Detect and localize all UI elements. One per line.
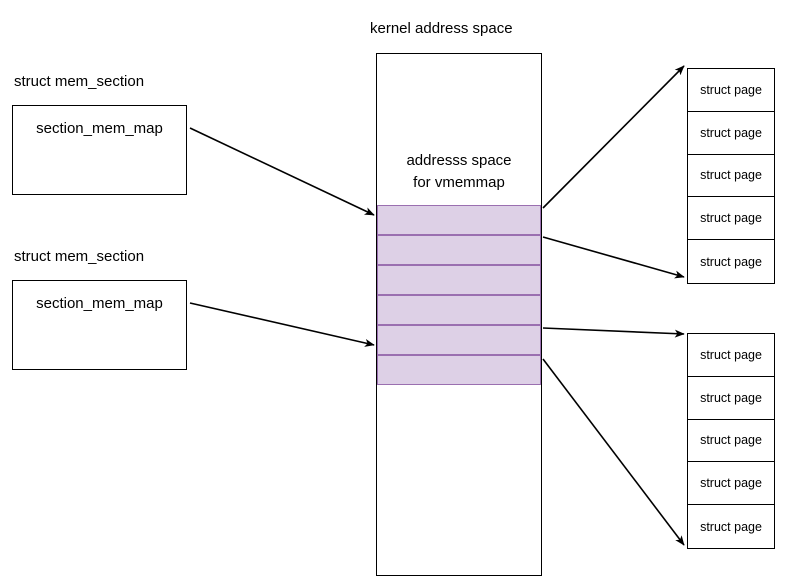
arrow-memsection2-to-vmemmap	[189, 302, 375, 347]
mem-section-2-box: section_mem_map	[12, 280, 187, 370]
struct-page-cell: struct page	[688, 462, 774, 506]
vmemmap-band-3	[377, 265, 541, 295]
vmemmap-caption-line-1: addresss space	[406, 152, 512, 169]
vmemmap-caption: addresss space for vmemmap	[376, 150, 542, 194]
struct-page-cell: struct page	[700, 519, 762, 534]
arrow-vmemmap-to-page-group-bottom-last	[542, 358, 685, 546]
vmemmap-band-5	[377, 325, 541, 355]
arrow-memsection1-to-vmemmap	[189, 127, 375, 216]
mem-section-1-title: struct mem_section	[14, 73, 145, 90]
mem-section-2-title: struct mem_section	[14, 248, 145, 265]
struct-page-cell: struct page	[688, 420, 774, 463]
arrow-vmemmap-to-page-group-bottom-first	[542, 327, 685, 338]
struct-page-cell: struct page	[688, 112, 774, 155]
struct-page-cell: struct page	[688, 155, 774, 198]
struct-page-cell: struct page	[688, 334, 774, 377]
vmemmap-band-4	[377, 295, 541, 325]
mem-section-2-field-label: section_mem_map	[36, 295, 163, 312]
struct-page-cell: struct page	[700, 254, 762, 269]
vmemmap-band-1	[377, 205, 541, 235]
struct-page-cell: struct page	[688, 69, 774, 112]
arrow-vmemmap-to-page-group-top-last	[542, 236, 685, 279]
struct-page-cell: struct page	[688, 377, 774, 420]
mem-section-1-box: section_mem_map	[12, 105, 187, 195]
arrow-vmemmap-to-page-group-top-first	[542, 65, 685, 209]
vmemmap-band-6	[377, 355, 541, 385]
mem-section-1-field-label: section_mem_map	[36, 120, 163, 137]
kernel-address-space-title: kernel address space	[370, 20, 513, 37]
vmemmap-caption-line-2: for vmemmap	[413, 173, 505, 191]
vmemmap-band-2	[377, 235, 541, 265]
struct-page-cell: struct page	[688, 197, 774, 241]
